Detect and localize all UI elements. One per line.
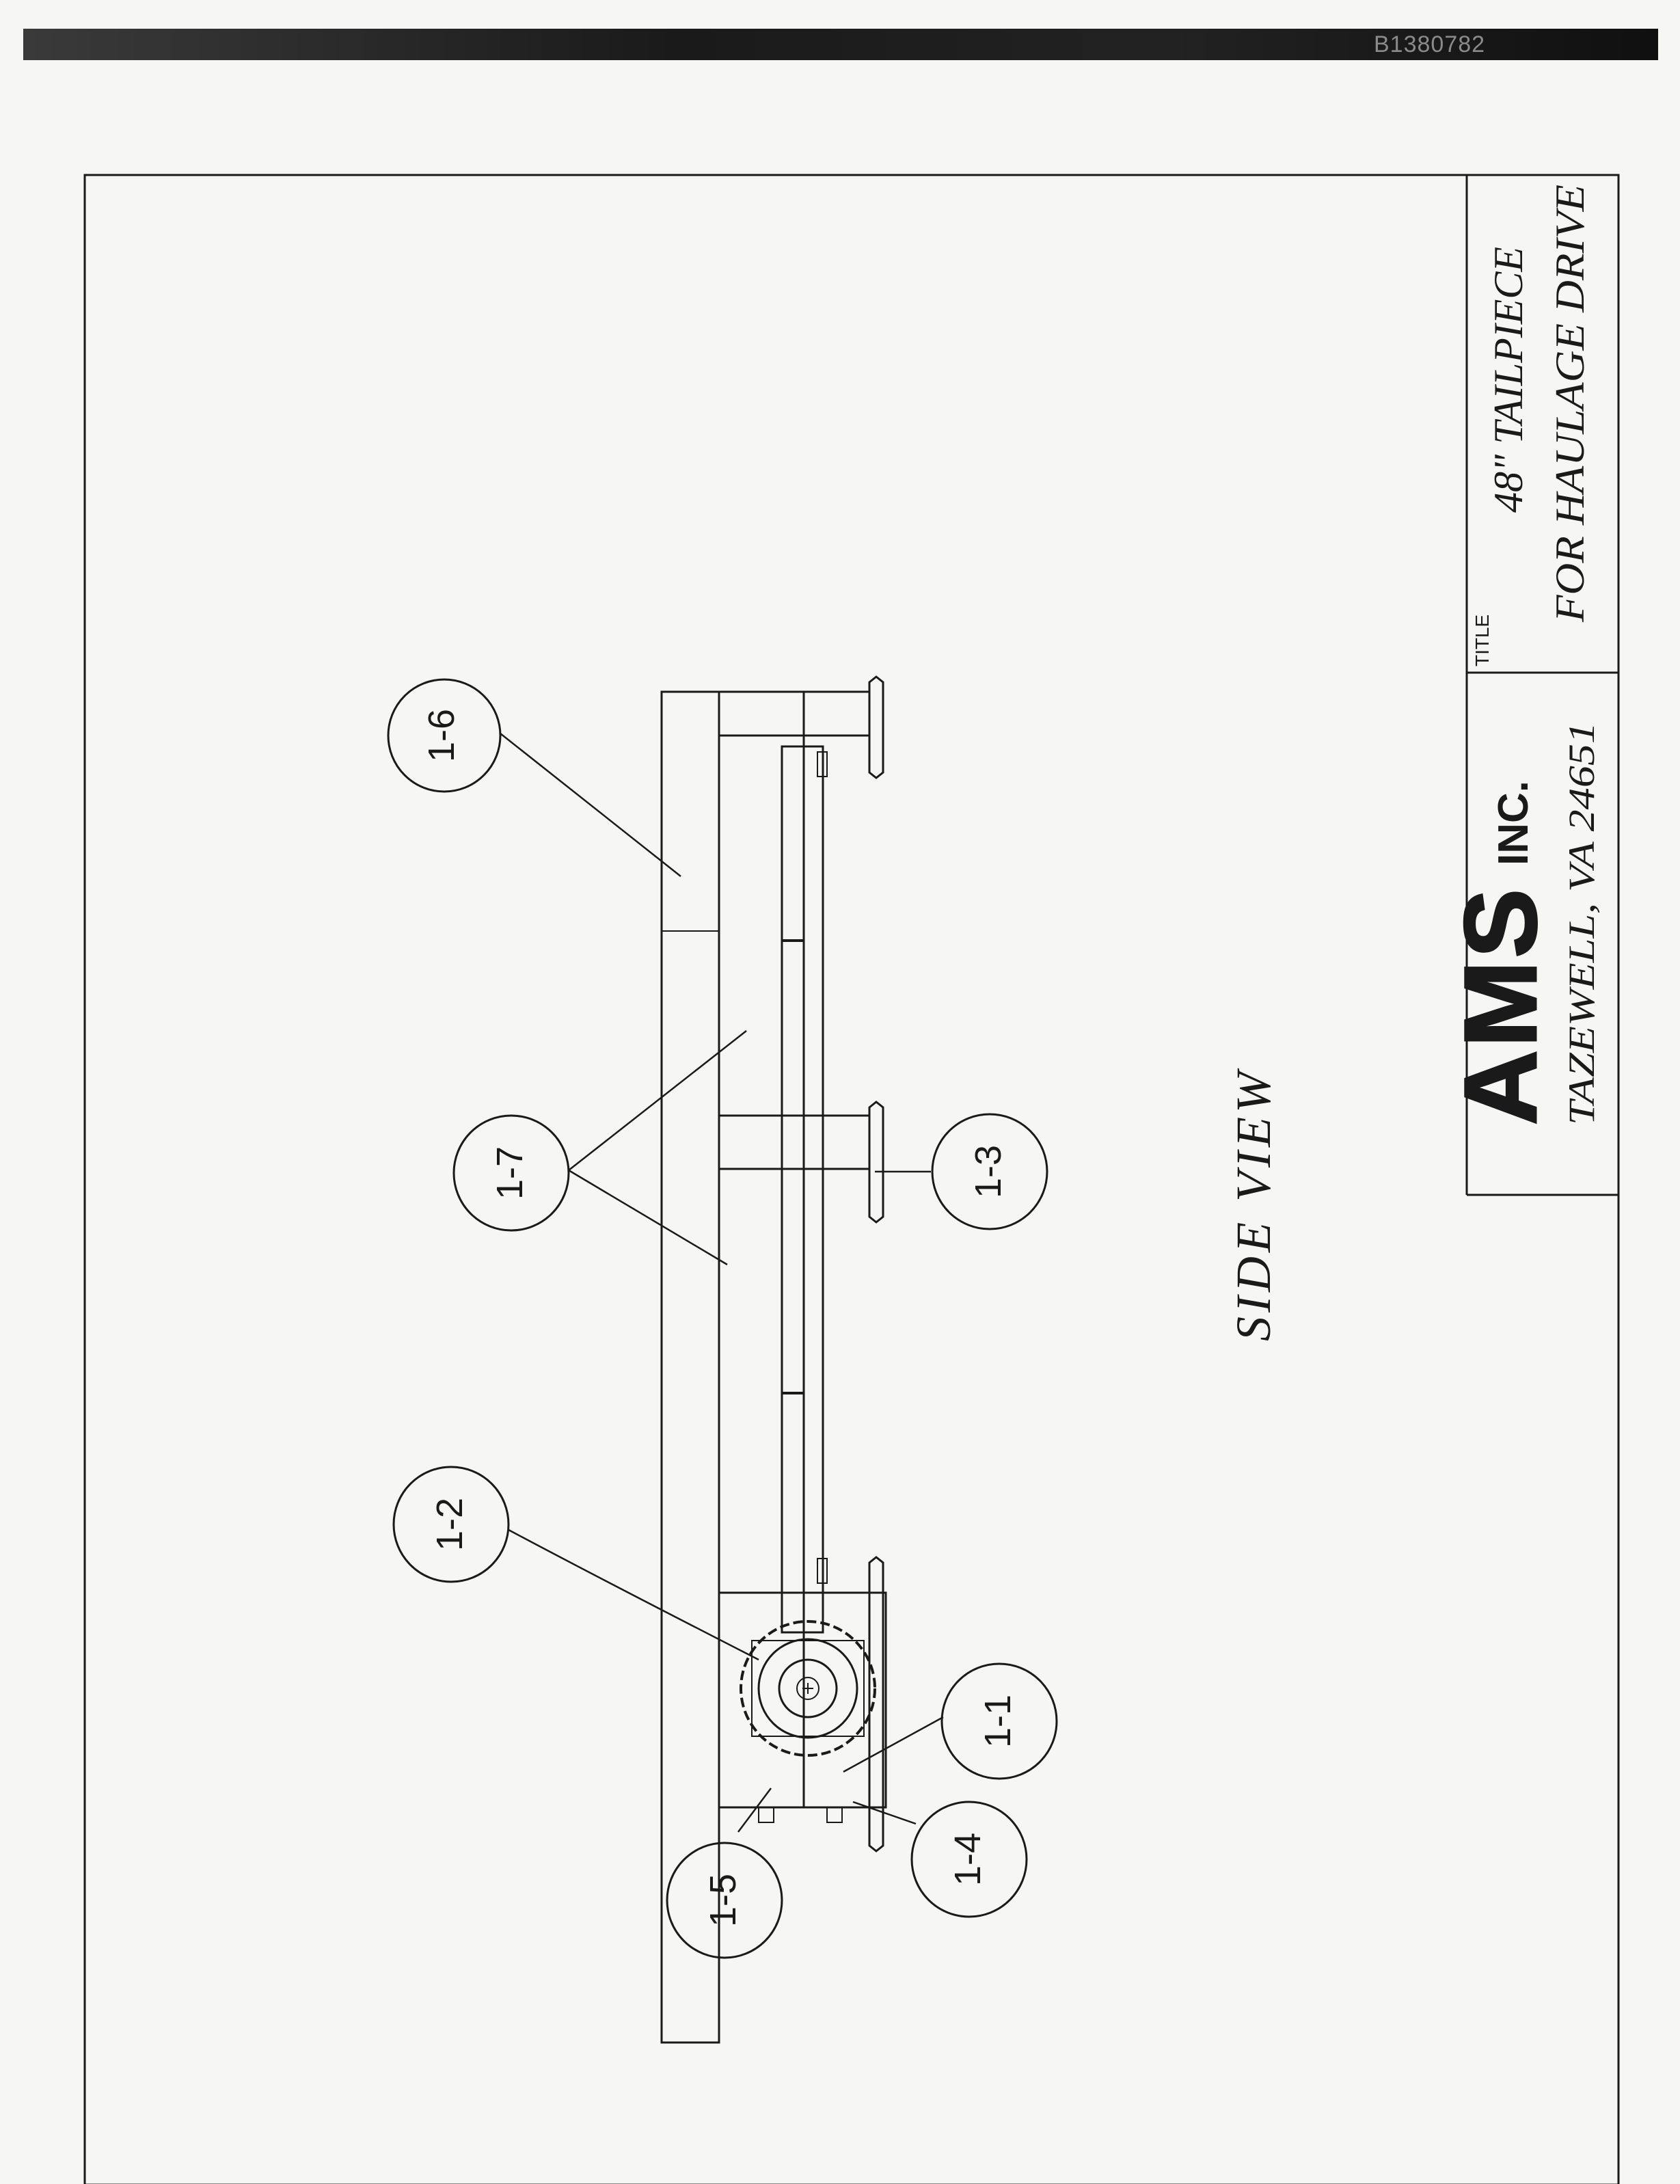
callout-label: 1-1: [977, 1695, 1018, 1748]
leg-middle: [718, 1114, 871, 1170]
callout-label: 1-2: [429, 1498, 470, 1551]
callout-1-3: 1-3: [931, 1113, 1048, 1230]
company-address: TAZEWELL, VA 24651: [1561, 722, 1602, 1125]
tail-pulley: [740, 1620, 876, 1757]
callout-label: 1-5: [703, 1874, 744, 1927]
leg-right: [718, 690, 871, 737]
callout-1-1: 1-1: [940, 1662, 1058, 1780]
callout-1-7: 1-7: [452, 1114, 570, 1232]
leader-lines: [500, 733, 944, 1833]
callout-label: 1-3: [968, 1145, 1009, 1198]
sheet-border: [83, 174, 1620, 2184]
title-block: AMS INC. TAZEWELL, VA 24651 TITLE 48" TA…: [1442, 175, 1618, 1196]
company-logo: AMS: [1443, 886, 1558, 1125]
top-cover-plate: [660, 690, 720, 2044]
callout-label: 1-4: [947, 1833, 988, 1886]
callout-1-2: 1-2: [392, 1466, 510, 1583]
lower-rail: [781, 745, 824, 1634]
scan-header-bar: [23, 29, 1658, 60]
callout-1-6: 1-6: [387, 678, 502, 793]
company-suffix: INC.: [1490, 781, 1537, 865]
callout-1-4: 1-4: [910, 1801, 1028, 1918]
view-label: SIDE VIEW: [1226, 1068, 1281, 1341]
title-line-1: 48" TAILPIECE: [1486, 247, 1531, 513]
title-caption: TITLE: [1472, 615, 1493, 666]
scan-document-id: B1380782: [1374, 31, 1486, 57]
tailpiece-frame: [660, 675, 887, 2044]
callout-label: 1-7: [489, 1146, 530, 1200]
callout-1-5: 1-5: [666, 1842, 783, 1959]
title-line-2: FOR HAULAGE DRIVE: [1547, 185, 1593, 623]
callout-label: 1-6: [421, 709, 462, 762]
tail-box: [718, 1591, 887, 1809]
